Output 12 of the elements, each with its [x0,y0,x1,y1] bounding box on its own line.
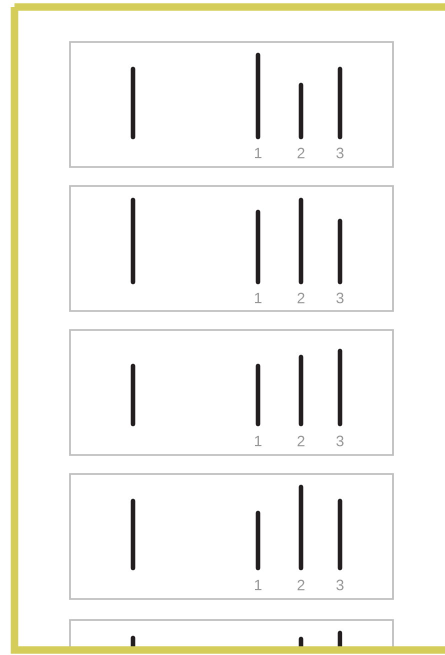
bar-number: 1 [254,148,262,158]
bar-number: 3 [336,580,344,590]
bar-number: 2 [298,292,304,304]
bar-number: 3 [336,292,344,304]
bar-number: 3 [336,436,344,446]
bar-number: 2 [298,580,304,590]
bar-number: 1 [254,292,262,304]
bar-number: 3 [336,148,344,158]
bar-number: 1 [254,436,262,446]
bar-number: 2 [298,148,304,158]
bar-number: 2 [298,436,304,446]
bar-number: 1 [254,580,262,590]
